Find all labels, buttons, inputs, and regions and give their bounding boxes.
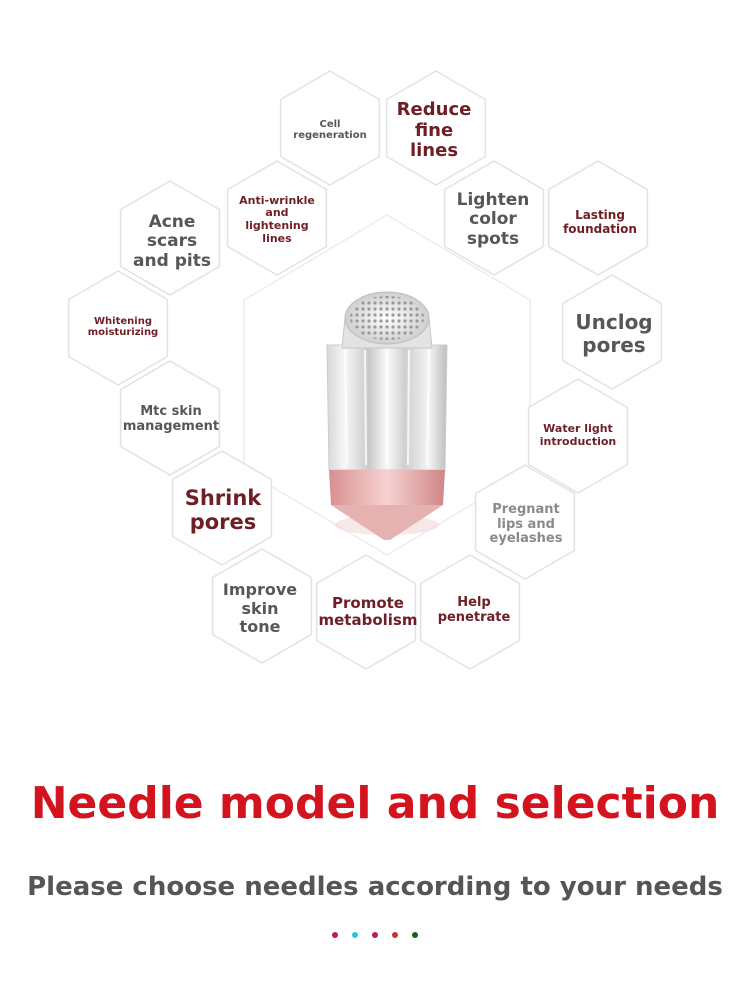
- hexagon-cell: [443, 160, 545, 276]
- needle-cartridge-image: [326, 291, 448, 540]
- hex-label-promote-metabolism: Promote metabolism: [318, 593, 418, 629]
- pagination-dot: [392, 932, 398, 938]
- hex-label-pregnant-lips: Pregnant lips and eyelashes: [489, 501, 563, 547]
- hex-label-water-light-introduction: Water light introduction: [539, 422, 617, 448]
- hexagon-cell: [279, 70, 381, 186]
- hexagon-cell: [119, 360, 221, 476]
- pagination-dot: [332, 932, 338, 938]
- hexagon-cell: [385, 70, 487, 186]
- hex-label-lighten-color-spots: Lighten color spots: [456, 189, 530, 249]
- pagination-dots: [0, 932, 750, 938]
- hex-label-acne-scars: Acne scars and pits: [133, 211, 211, 271]
- section-subheading: Please choose needles according to your …: [27, 872, 723, 902]
- hex-label-shrink-pores: Shrink pores: [184, 485, 262, 534]
- hex-label-whitening-moisturizing: Whitening moisturizing: [87, 315, 159, 339]
- hexagon-cell: [419, 554, 521, 670]
- pagination-dot: [352, 932, 358, 938]
- hexagon-cell: [211, 548, 313, 664]
- hexagon-cell: [527, 378, 629, 494]
- hex-label-cell-regeneration: Cell regeneration: [293, 118, 367, 142]
- hex-label-unclog-pores: Unclog pores: [575, 310, 653, 357]
- pagination-dot: [412, 932, 418, 938]
- hexagon-cell: [119, 180, 221, 296]
- hex-label-mtc-skin-management: Mtc skin management: [122, 404, 220, 434]
- section-heading: Needle model and selection: [30, 778, 720, 829]
- hex-label-help-penetrate: Help penetrate: [437, 595, 511, 625]
- hexagon-cell: [561, 274, 663, 390]
- hexagon-cell: [171, 450, 273, 566]
- hexagon-graphic: [67, 70, 663, 670]
- hex-label-reduce-fine-lines: Reduce fine lines: [396, 98, 472, 162]
- hex-label-anti-wrinkle: Anti-wrinkle and lightening lines: [239, 193, 315, 245]
- hexagon-cell: [315, 554, 417, 670]
- pagination-dot: [372, 932, 378, 938]
- hex-label-lasting-foundation: Lasting foundation: [563, 208, 637, 236]
- hexagon-cell: [474, 464, 576, 580]
- hexagon-cell: [67, 270, 169, 386]
- hexagon-cell: [226, 160, 328, 276]
- hexagon-cell: [547, 160, 649, 276]
- hex-label-improve-skin-tone: Improve skin tone: [222, 580, 298, 637]
